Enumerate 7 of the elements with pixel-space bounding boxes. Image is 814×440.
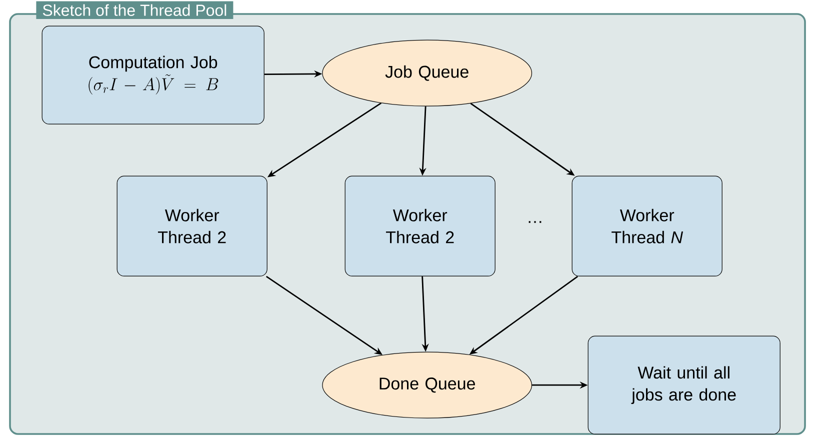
process-box: Worker Thread N <box>572 176 722 276</box>
process-box: Computation Job $(\sigma_r I - A)\tilde{V} = B$ <box>42 26 264 124</box>
ellipsis-label: … <box>528 221 542 223</box>
process-box: Worker Thread 2 <box>344 176 496 276</box>
node-label: Sketch of the Thread Pool <box>42 4 226 16</box>
process-box: Worker Thread 2 <box>116 176 268 276</box>
process-box: Wait until all jobs are done <box>588 336 780 434</box>
